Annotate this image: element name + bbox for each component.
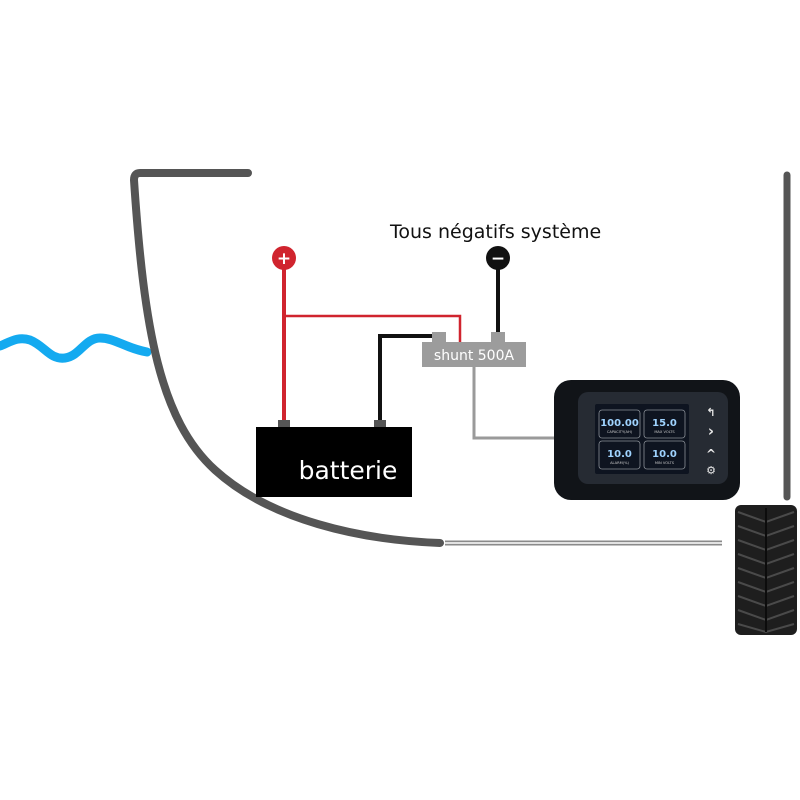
system-negatives-label: Tous négatifs système [389, 221, 601, 243]
up-icon[interactable]: ^ [706, 447, 716, 461]
tile-value: 15.0 [652, 418, 677, 429]
boat-hull [129, 169, 444, 547]
tile-label: CAPACITY(AH) [607, 430, 633, 434]
settings-icon[interactable]: ⚙ [706, 464, 716, 477]
tile-value: 10.0 [607, 449, 632, 460]
water-waves [0, 333, 152, 363]
shunt: shunt 500A [422, 332, 526, 367]
tire [735, 505, 797, 635]
next-icon[interactable]: › [708, 422, 714, 440]
monitor-tile: 10.0 MIN VOLTS [643, 440, 686, 470]
battery: batterie [256, 420, 412, 497]
negative-terminal-icon: − [486, 246, 510, 270]
tile-label: MIN VOLTS [655, 461, 675, 465]
tile-value: 10.0 [652, 449, 677, 460]
positive-terminal-icon: + [272, 246, 296, 270]
back-icon[interactable]: ↰ [706, 406, 715, 419]
battery-monitor: 100.00 CAPACITY(AH) 15.0 MAX VOLTS 10.0 … [554, 380, 740, 500]
battery-label: batterie [299, 456, 398, 485]
monitor-screen [595, 404, 689, 474]
tile-label: ALARM(%) [610, 461, 629, 465]
tile-label: MAX VOLTS [654, 430, 675, 434]
monitor-tile: 10.0 ALARM(%) [598, 440, 641, 470]
monitor-tile: 15.0 MAX VOLTS [643, 409, 686, 439]
negative-symbol: − [491, 249, 505, 269]
monitor-tile: 100.00 CAPACITY(AH) [598, 409, 641, 439]
shunt-signal-wire [472, 366, 556, 440]
positive-wire-shunt [284, 314, 462, 342]
positive-symbol: + [277, 249, 291, 269]
battery-negative-wire [378, 334, 438, 424]
shunt-label: shunt 500A [434, 348, 515, 364]
tile-value: 100.00 [600, 418, 639, 429]
